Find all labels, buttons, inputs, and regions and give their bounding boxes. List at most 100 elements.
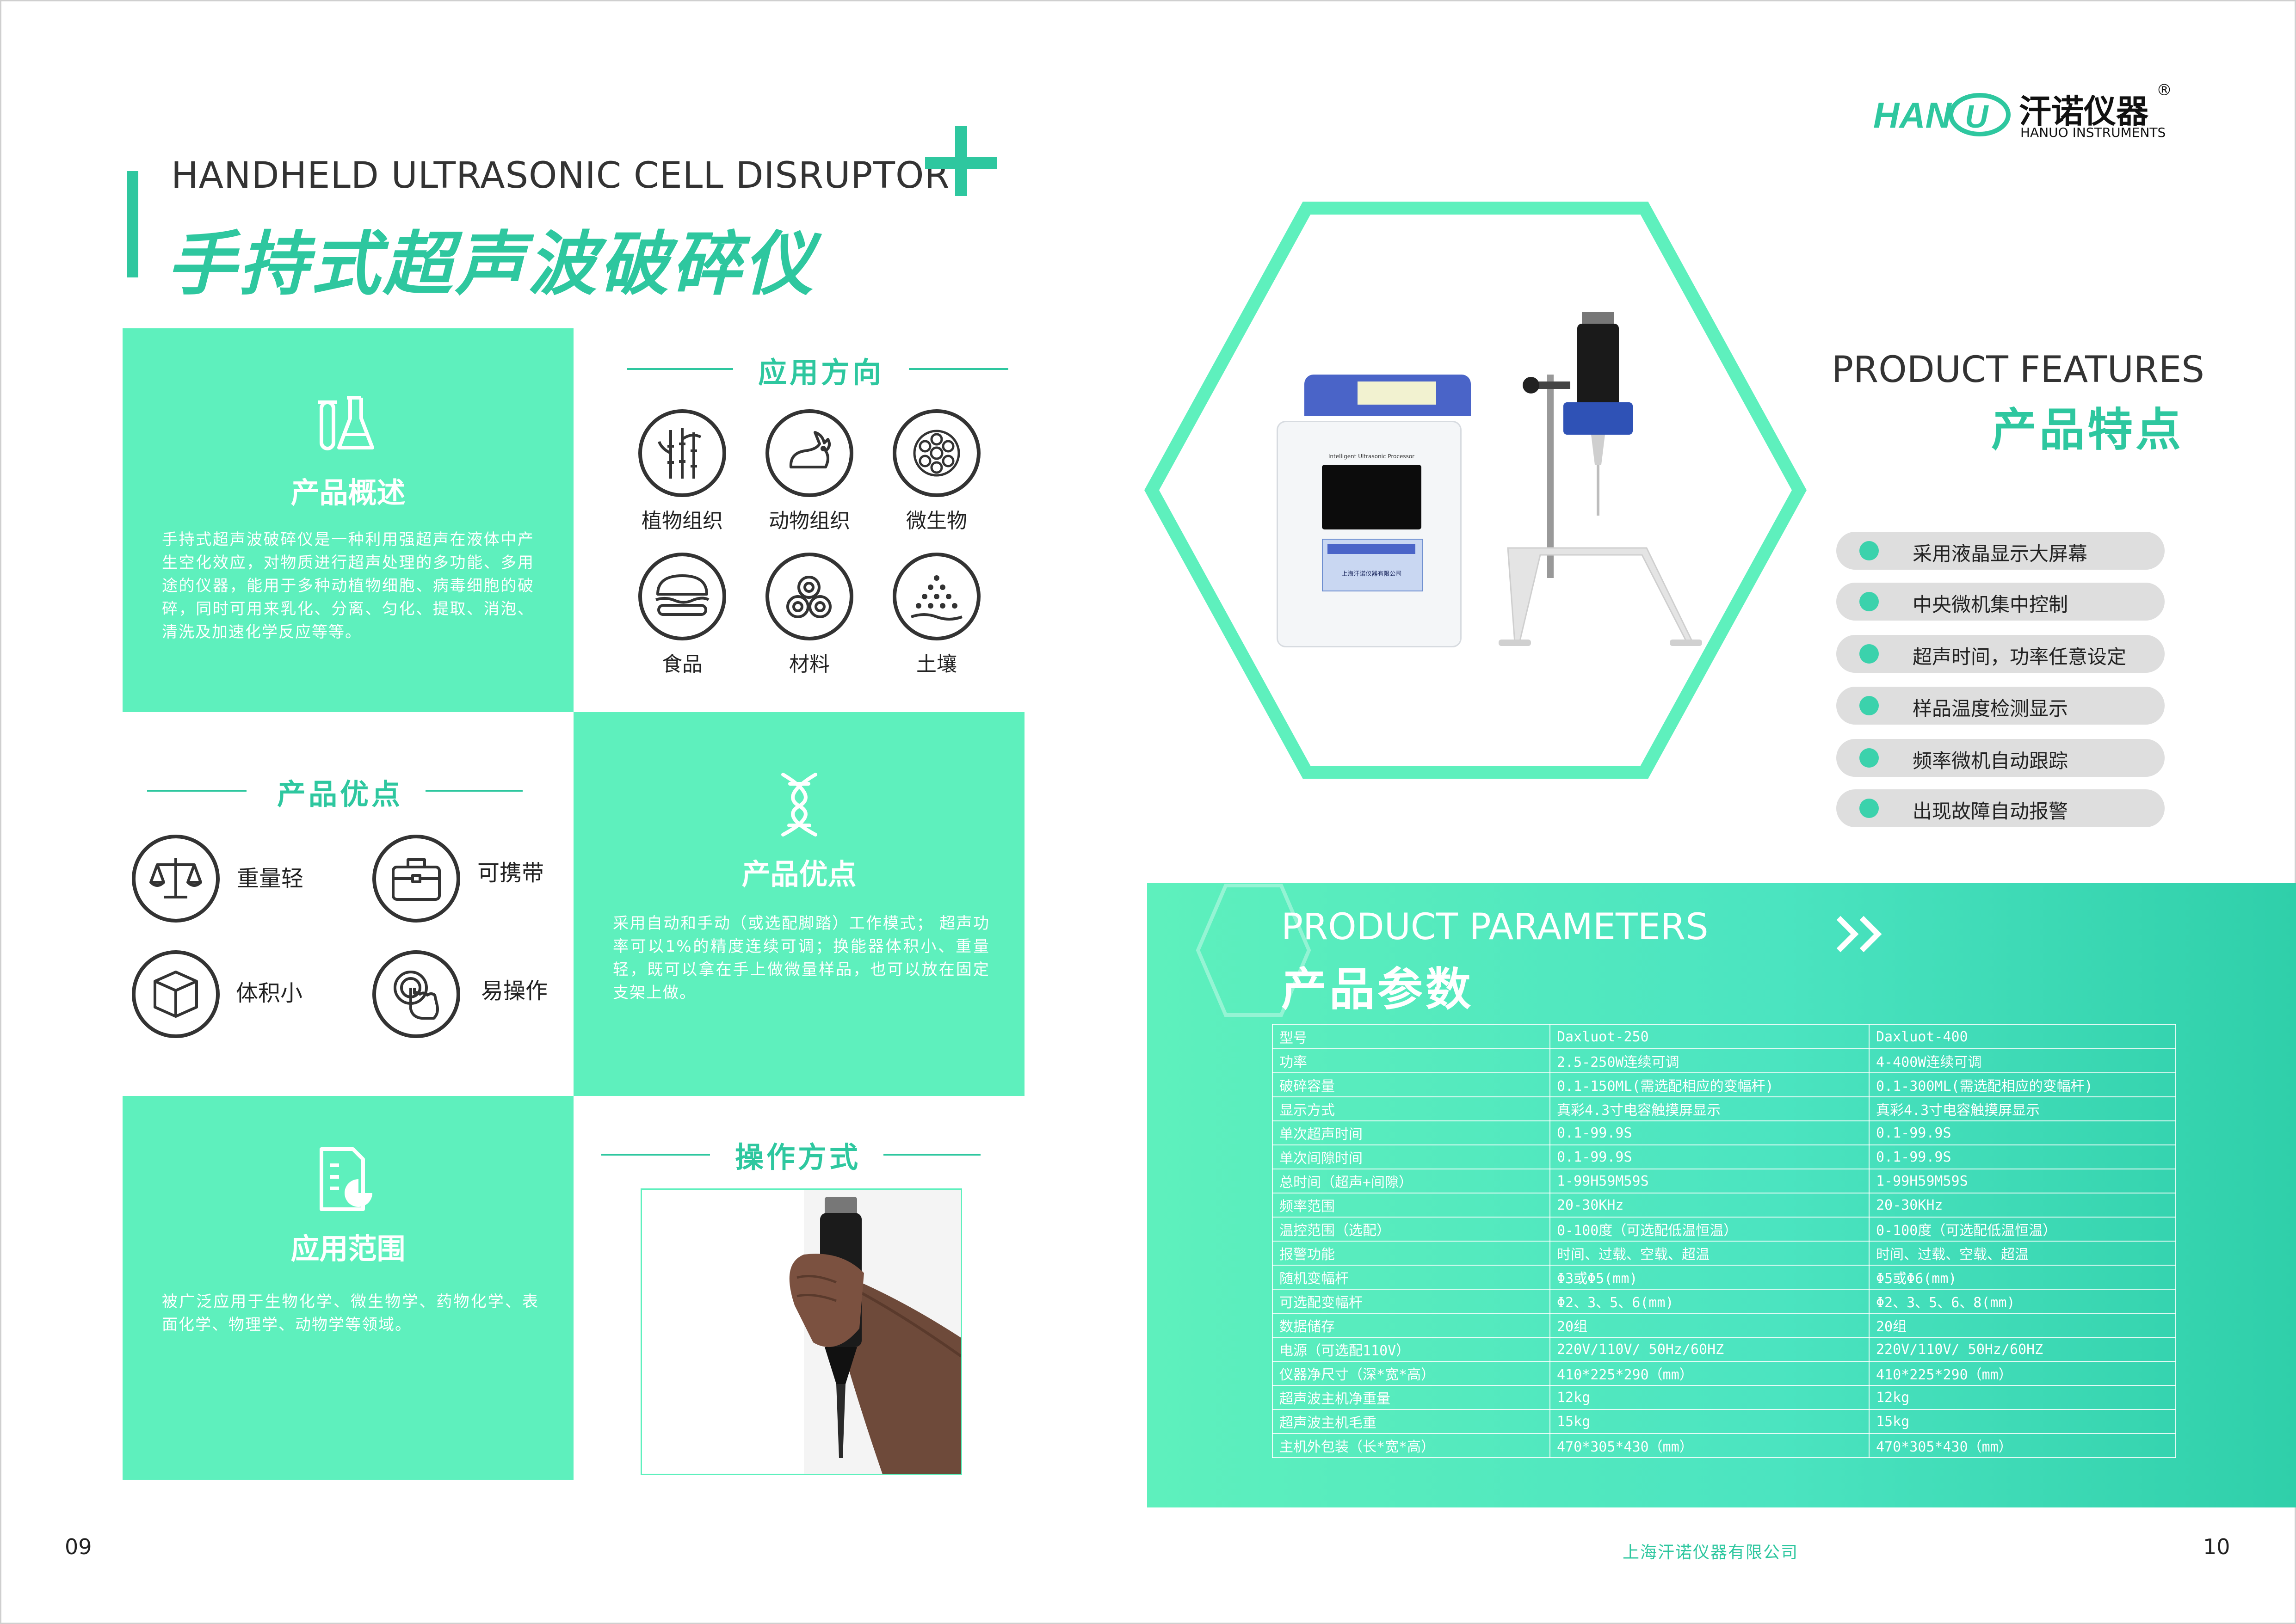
- table-cell: 数据储存: [1272, 1313, 1550, 1338]
- table-cell: 12kg: [1869, 1385, 2176, 1410]
- table-cell: Daxluot-250: [1549, 1024, 1870, 1049]
- table-row: 显示方式真彩4.3寸电容触摸屏显示真彩4.3寸电容触摸屏显示: [1272, 1096, 2176, 1121]
- feature-text: 采用液晶显示大屏幕: [1913, 542, 2088, 565]
- overview-block: 产品概述 手持式超声波破碎仪是一种利用强超声在液体中产生空化效应，对物质进行超声…: [123, 328, 574, 712]
- table-row: 仪器净尺寸（深*宽*高）410*225*290（mm）410*225*290（m…: [1272, 1361, 2176, 1386]
- features-title-cn: 产品特点: [1991, 404, 2184, 456]
- svg-text:HAN: HAN: [1873, 95, 1952, 135]
- adv-label-portable: 可携带: [477, 860, 544, 886]
- table-cell: 470*305*430（mm）: [1549, 1433, 1870, 1458]
- table-cell: 0-100度（可选配低温恒温）: [1549, 1217, 1870, 1242]
- hanu-logo-icon: HAN U: [1873, 93, 2011, 136]
- table-cell: 0.1-99.9S: [1869, 1120, 2176, 1145]
- logo-name-en: HANUO INSTRUMENTS: [2020, 125, 2166, 140]
- table-cell: 单次间隙时间: [1272, 1144, 1550, 1169]
- touch-icon: [372, 950, 460, 1038]
- table-cell: 功率: [1272, 1048, 1550, 1073]
- feature-text: 频率微机自动跟踪: [1913, 750, 2068, 772]
- table-cell: 20-30KHz: [1869, 1193, 2176, 1218]
- table-cell: 220V/110V/ 50Hz/60HZ: [1549, 1337, 1870, 1362]
- company-name: 上海汗诺仪器有限公司: [1623, 1543, 1799, 1562]
- bullet-dot: [1859, 541, 1879, 560]
- pipes-icon: [765, 553, 853, 640]
- table-cell: 20组: [1549, 1313, 1870, 1338]
- microbe-icon: [893, 409, 981, 497]
- table-cell: 410*225*290（mm）: [1549, 1361, 1870, 1386]
- table-cell: 20组: [1869, 1313, 2176, 1338]
- feature-item: 采用液晶显示大屏幕: [1836, 532, 2165, 570]
- table-row: 主机外包装（长*宽*高）470*305*430（mm）470*305*430（m…: [1272, 1433, 2176, 1458]
- feature-text: 样品温度检测显示: [1913, 697, 2068, 720]
- divider-line: [601, 1154, 710, 1156]
- table-cell: 超声波主机毛重: [1272, 1409, 1550, 1434]
- table-cell: 0.1-99.9S: [1869, 1144, 2176, 1169]
- bullet-dot: [1859, 696, 1879, 715]
- scope-text: 被广泛应用于生物化学、微生物学、药物化学、表面化学、物理学、动物学等领域。: [162, 1292, 539, 1334]
- scope-title: 应用范围: [290, 1232, 406, 1266]
- table-cell: 时间、过载、空载、超温: [1869, 1241, 2176, 1266]
- adv-label-small: 体积小: [236, 980, 303, 1006]
- table-cell: 时间、过载、空载、超温: [1549, 1241, 1870, 1266]
- table-cell: Φ3或Φ5(mm): [1549, 1265, 1870, 1290]
- title-cn: 手持式超声波破碎仪: [167, 224, 816, 305]
- table-cell: 总时间（超声+间隙）: [1272, 1169, 1550, 1193]
- overview-text: 手持式超声波破碎仪是一种利用强超声在液体中产生空化效应，对物质进行超声处理的多功…: [162, 530, 534, 641]
- table-cell: 0.1-300ML(需选配相应的变幅杆): [1869, 1072, 2176, 1097]
- feature-item: 中央微机集中控制: [1836, 583, 2165, 621]
- table-cell: 报警功能: [1272, 1241, 1550, 1266]
- app-label-food: 食品: [662, 652, 703, 676]
- bamboo-icon: [638, 409, 726, 497]
- feature-text: 出现故障自动报警: [1913, 800, 2068, 823]
- advantages-block-title: 产品优点: [741, 857, 857, 891]
- bullet-dot: [1859, 799, 1879, 818]
- table-cell: 温控范围（选配）: [1272, 1217, 1550, 1242]
- report-icon: [320, 1147, 372, 1211]
- adv-label-easy: 易操作: [481, 978, 548, 1004]
- app-label-soil: 土壤: [916, 652, 957, 676]
- feature-text: 超声时间，功率任意设定: [1913, 646, 2127, 668]
- parameters-title-cn: 产品参数: [1281, 963, 1474, 1016]
- soil-icon: [893, 553, 981, 640]
- burger-icon: [638, 553, 726, 640]
- briefcase-icon: [372, 835, 460, 923]
- cube-icon: [132, 950, 220, 1038]
- scope-block: 应用范围 被广泛应用于生物化学、微生物学、药物化学、表面化学、物理学、动物学等领…: [123, 1096, 574, 1480]
- table-row: 温控范围（选配）0-100度（可选配低温恒温）0-100度（可选配低温恒温）: [1272, 1217, 2176, 1242]
- ultrasonic-stand: [1499, 312, 1702, 646]
- table-cell: 2.5-250W连续可调: [1549, 1048, 1870, 1073]
- handheld-probe-photo: [641, 1188, 962, 1475]
- device-company: 上海汗诺仪器有限公司: [1341, 571, 1402, 578]
- double-chevron-right-icon: [1836, 916, 1882, 953]
- table-cell: 12kg: [1549, 1385, 1870, 1410]
- table-cell: 仪器净尺寸（深*宽*高）: [1272, 1361, 1550, 1386]
- operation-heading: 操作方式: [734, 1140, 861, 1174]
- divider-line: [909, 368, 1008, 370]
- title-en: HANDHELD ULTRASONIC CELL DISRUPTOR: [171, 155, 950, 197]
- page-number-right: 10: [2203, 1534, 2230, 1559]
- logo-name-cn: 汗诺仪器: [2019, 92, 2148, 130]
- table-cell: 超声波主机净重量: [1272, 1385, 1550, 1410]
- applications-heading: 应用方向: [758, 356, 884, 389]
- table-cell: Φ2、3、5、6、8(mm): [1869, 1289, 2176, 1314]
- table-cell: 220V/110V/ 50Hz/60HZ: [1869, 1337, 2176, 1362]
- table-cell: 410*225*290（mm）: [1869, 1361, 2176, 1386]
- table-cell: 显示方式: [1272, 1096, 1550, 1121]
- bullet-dot: [1859, 644, 1879, 664]
- app-label-material: 材料: [789, 652, 830, 676]
- product-hexagon: [1144, 202, 1807, 779]
- plus-icon-vertical: [955, 126, 967, 196]
- table-cell: Φ5或Φ6(mm): [1869, 1265, 2176, 1290]
- divider-line: [627, 368, 733, 370]
- table-cell: 15kg: [1869, 1409, 2176, 1434]
- table-cell: 20-30KHz: [1549, 1193, 1870, 1218]
